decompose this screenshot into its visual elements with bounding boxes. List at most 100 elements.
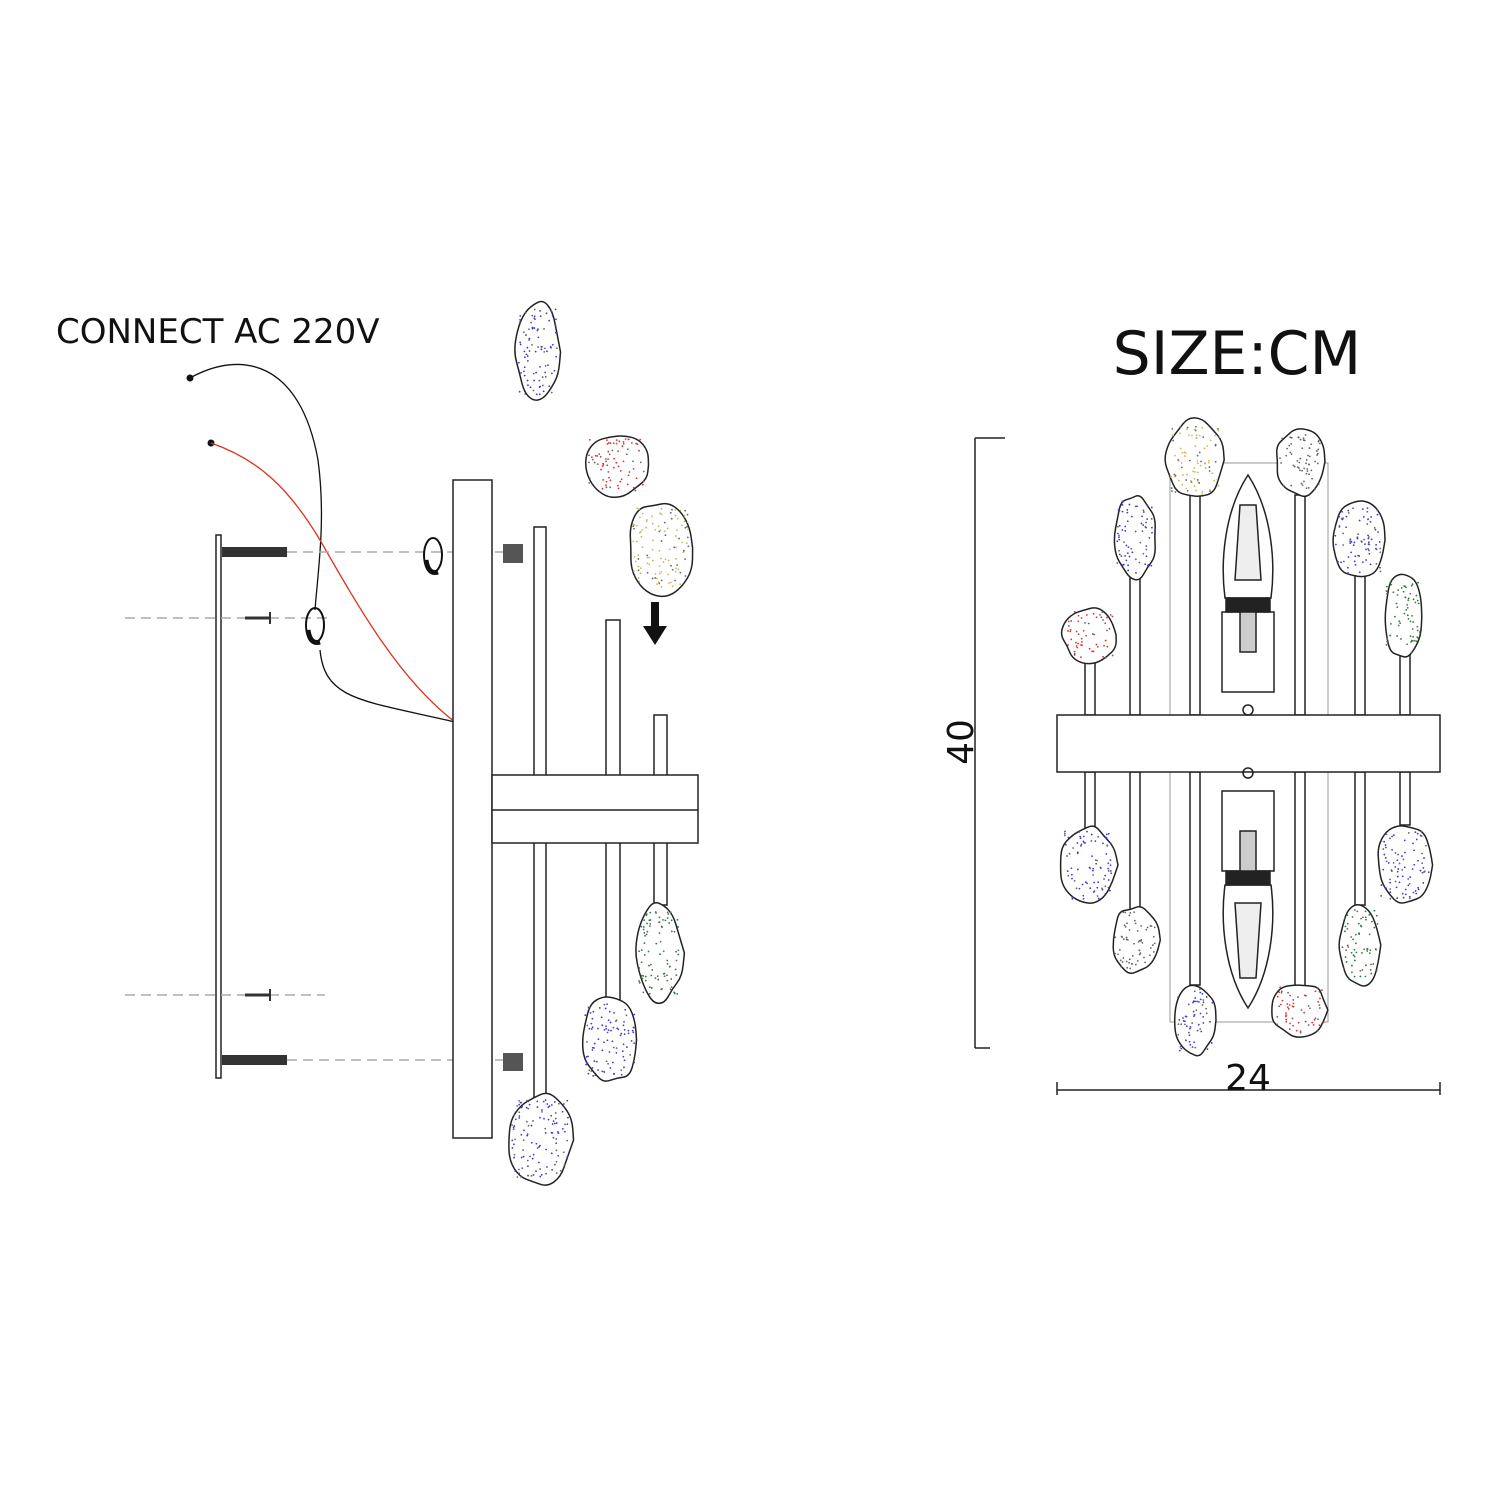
stone-speckle [1412, 621, 1415, 623]
stone-speckle [1398, 881, 1401, 884]
stone-speckle [1368, 541, 1370, 544]
crossbar [491, 774, 699, 844]
stone-speckle [668, 922, 671, 924]
stone-speckle [1141, 941, 1144, 944]
stone-speckle [1361, 969, 1364, 971]
stone-speckle [1199, 1028, 1202, 1030]
stone-speckle [1404, 888, 1407, 891]
stone-speckle [1126, 938, 1129, 941]
stone-speckle [539, 365, 541, 368]
stone-speckle [1335, 543, 1337, 546]
stone-speckle [1102, 655, 1104, 658]
stone-speckle [601, 1070, 604, 1073]
stone-speckle [1104, 885, 1107, 888]
stone-speckle [642, 926, 645, 928]
stone-speckle [1304, 434, 1307, 436]
crystal-stone [1377, 825, 1434, 904]
stone-speckle [1099, 866, 1102, 869]
stone-speckle [1067, 874, 1070, 877]
stone-speckle [1369, 949, 1372, 952]
stone-speckle [536, 329, 539, 332]
stone-speckle [1127, 569, 1130, 572]
stone-speckle [1317, 448, 1320, 451]
stone-speckle [1376, 509, 1379, 512]
stone-speckle [1302, 437, 1305, 440]
stone-speckle [1071, 897, 1074, 900]
stone-speckle [1308, 447, 1311, 449]
stone-speckle [1196, 462, 1199, 465]
stone-speckle [635, 442, 637, 445]
stone-speckle [605, 1025, 607, 1027]
stone-speckle [1188, 1040, 1191, 1043]
stone-speckle [606, 439, 608, 442]
stone-speckle [641, 974, 643, 977]
stone-speckle [1410, 651, 1413, 654]
stone-speckle [642, 928, 645, 931]
stone-speckle [1289, 1022, 1291, 1025]
stone-speckle [525, 1120, 528, 1123]
stone-speckle [1404, 596, 1407, 599]
stone-speckle [623, 1029, 626, 1031]
stone-speckle [1067, 620, 1070, 623]
stone-speckle [1379, 570, 1382, 573]
stone-speckle [1200, 1030, 1203, 1033]
stone-speckle [648, 919, 651, 922]
stone-speckle [528, 337, 531, 340]
stone-speckle [1410, 584, 1413, 587]
stone-speckle [603, 1029, 606, 1031]
stone-speckle [1107, 886, 1110, 889]
stone-speckle [1392, 834, 1395, 836]
stone-speckle [679, 583, 681, 586]
stone-speckle [1371, 920, 1373, 923]
stone-speckle [1199, 1012, 1202, 1015]
stone-speckle [1180, 1023, 1183, 1026]
stone-speckle [590, 1028, 593, 1030]
stone-speckle [1151, 526, 1153, 529]
stone-speckle [1353, 955, 1356, 958]
stone-speckle [1364, 916, 1367, 919]
stone-speckle [555, 355, 558, 358]
stone-speckle [522, 1155, 525, 1158]
stone-speckle [1177, 1023, 1180, 1026]
stone-speckle [1114, 952, 1117, 955]
stone-speckle [1385, 860, 1388, 863]
stone-speckle [1185, 1039, 1187, 1042]
stone-speckle [1127, 564, 1130, 567]
crystal-stone [581, 996, 638, 1082]
stone-speckle [1084, 881, 1087, 884]
stone-speckle [596, 463, 599, 465]
stone-speckle [527, 1100, 530, 1103]
stone-speckle [1416, 629, 1419, 632]
stone-speckle [1341, 946, 1344, 949]
stone-speckle [607, 450, 610, 453]
stone-speckle [1216, 478, 1219, 481]
stone-speckle [675, 974, 678, 977]
stone-speckle [1286, 1006, 1289, 1009]
stone-speckle [1182, 1019, 1185, 1022]
stone-speckle [1148, 536, 1151, 539]
stone-speckle [1130, 515, 1133, 518]
stone-speckle [518, 1103, 521, 1106]
stone-speckle [1186, 428, 1188, 431]
stone-speckle [1421, 862, 1424, 865]
stone-speckle [1409, 592, 1412, 595]
stone-speckle [660, 925, 663, 928]
stone-speckle [1310, 443, 1313, 446]
stone-speckle [658, 932, 661, 934]
stone-speckle [534, 318, 536, 321]
stone-speckle [627, 474, 630, 477]
stone-speckle [1195, 1009, 1198, 1012]
stone-speckle [1367, 537, 1370, 540]
crystal-stone [1173, 984, 1217, 1057]
stone-speckle [1385, 833, 1388, 836]
stone-speckle [1321, 989, 1323, 991]
stone-speckle [1077, 614, 1080, 617]
stone-speckle [658, 572, 661, 575]
stone-speckle [1276, 1015, 1279, 1018]
stone-speckle [1108, 627, 1111, 630]
stone-speckle [1136, 505, 1138, 508]
stone-speckle [624, 438, 627, 440]
stone-speckle [1417, 886, 1420, 889]
stone-speckle [535, 1170, 537, 1173]
stone-speckle [684, 509, 687, 512]
